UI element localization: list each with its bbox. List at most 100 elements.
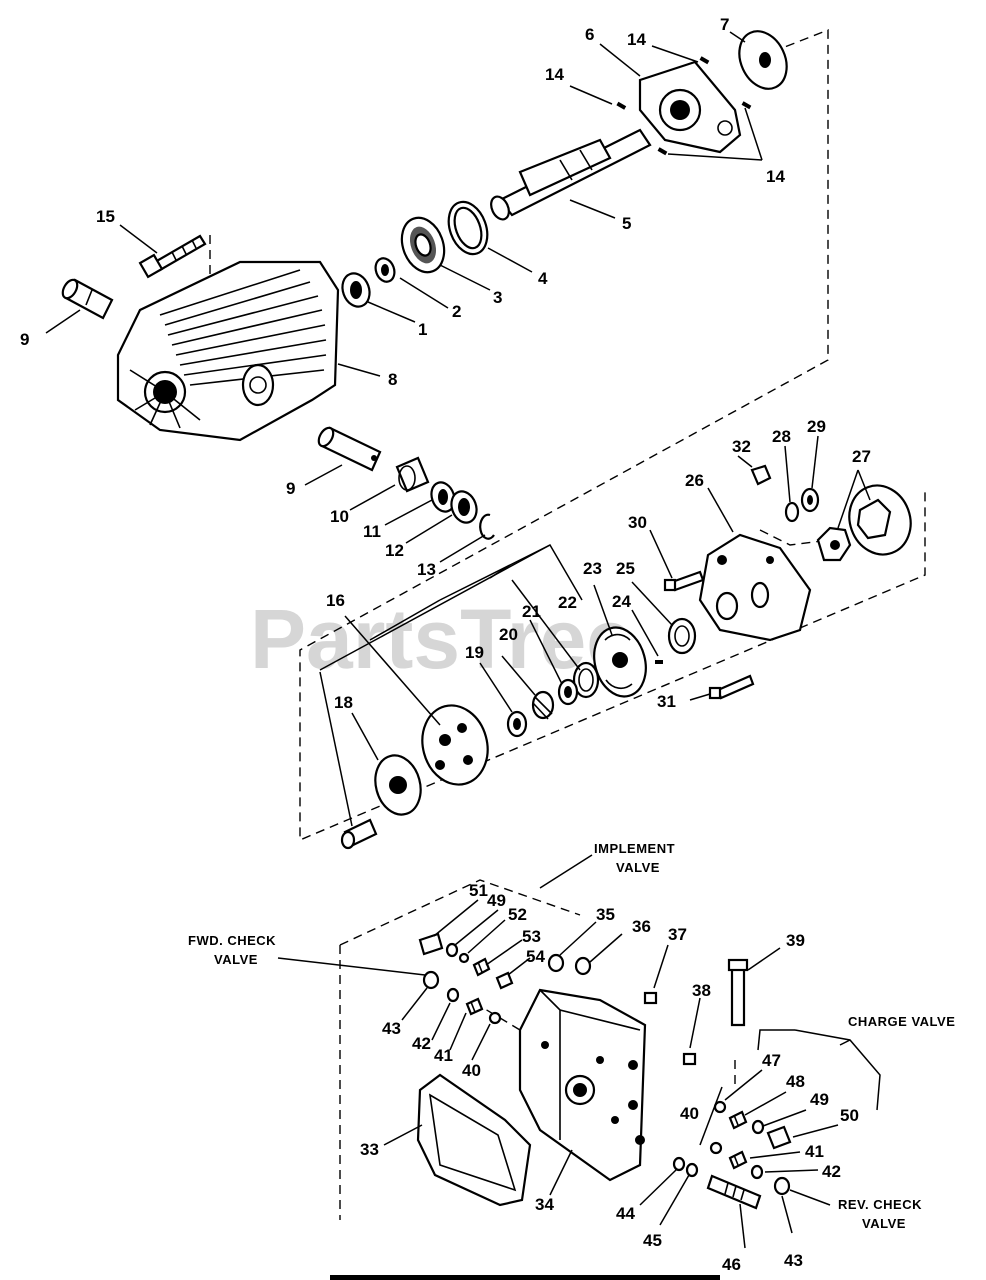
callout-23: 23	[583, 559, 602, 578]
part-46-bypass-valve	[706, 1174, 762, 1210]
part-piston	[340, 818, 378, 850]
svg-text:REV. CHECK: REV. CHECK	[838, 1197, 922, 1212]
callout-49b: 49	[810, 1090, 829, 1109]
callout-43a: 43	[382, 1019, 401, 1038]
callout-29: 29	[807, 417, 826, 436]
callout-6: 6	[585, 25, 594, 44]
callout-35: 35	[596, 905, 615, 924]
callout-14b: 14	[545, 65, 564, 84]
part-42-seat-fwd	[446, 987, 460, 1003]
part-32-plug	[750, 464, 772, 486]
bottom-border-fragment	[330, 1275, 720, 1280]
callout-5: 5	[622, 214, 631, 233]
callout-1: 1	[418, 320, 427, 339]
callout-11: 11	[363, 522, 381, 541]
caption-implement-valve: IMPLEMENT VALVE	[594, 841, 675, 875]
callout-41a: 41	[434, 1046, 453, 1065]
callout-30: 30	[628, 513, 647, 532]
part-49-o-ring	[445, 942, 459, 958]
callout-47: 47	[762, 1051, 781, 1070]
part-42-seat-rev	[750, 1164, 764, 1180]
part-14-pins	[616, 56, 752, 156]
callout-52: 52	[508, 905, 527, 924]
callout-39: 39	[786, 931, 805, 950]
part-35-plug	[547, 953, 565, 973]
part-50-plug	[766, 1125, 792, 1150]
callout-16: 16	[326, 591, 345, 610]
part-13-retaining-ring	[479, 513, 495, 540]
callout-10: 10	[330, 507, 349, 526]
caption-fwd-check-valve: FWD. CHECK VALVE	[188, 933, 276, 967]
caption-rev-check-valve: REV. CHECK VALVE	[838, 1197, 922, 1231]
callout-8: 8	[388, 370, 397, 389]
callout-9a: 9	[20, 330, 29, 349]
callout-18: 18	[334, 693, 353, 712]
callout-42b: 42	[822, 1162, 841, 1181]
part-40-ball-rev	[709, 1141, 723, 1155]
part-54-poppet	[495, 971, 514, 990]
svg-text:CHARGE VALVE: CHARGE VALVE	[848, 1014, 955, 1029]
callout-2: 2	[452, 302, 461, 321]
callout-15: 15	[96, 207, 115, 226]
part-3-ball-bearing	[400, 216, 446, 274]
part-6-end-cap	[638, 60, 742, 154]
part-20-spring	[531, 690, 555, 720]
part-40-ball-fwd	[488, 1011, 502, 1025]
part-45-o-ring	[685, 1162, 699, 1178]
svg-text:IMPLEMENT: IMPLEMENT	[594, 841, 675, 856]
callout-22: 22	[558, 593, 577, 612]
callout-32: 32	[732, 437, 751, 456]
part-43-plug-fwd	[422, 970, 440, 990]
callout-14c: 14	[766, 167, 785, 186]
part-2-seal-ring	[374, 257, 396, 283]
part-15-bolt	[138, 234, 207, 279]
callout-37: 37	[668, 925, 687, 944]
part-36-plug	[574, 956, 592, 976]
part-28-o-ring	[784, 501, 800, 523]
callout-25: 25	[616, 559, 635, 578]
part-41-spring-rev	[728, 1150, 748, 1170]
callout-40b: 40	[680, 1104, 699, 1123]
callout-49a: 49	[487, 891, 506, 910]
part-33-gasket	[416, 1073, 532, 1207]
callout-44: 44	[616, 1204, 635, 1223]
part-48-spring	[728, 1110, 748, 1130]
svg-text:VALVE: VALVE	[862, 1216, 906, 1231]
callout-48: 48	[786, 1072, 805, 1091]
part-22-ring	[572, 661, 600, 699]
callout-36: 36	[632, 917, 651, 936]
part-53-spring	[472, 957, 491, 977]
part-9-trunnion-pin-lower	[317, 426, 382, 472]
callout-34: 34	[535, 1195, 554, 1214]
svg-text:VALVE: VALVE	[214, 952, 258, 967]
part-10-needle-bearing	[395, 456, 430, 493]
part-25-needle-bearing	[667, 617, 697, 655]
part-43-plug-rev	[773, 1176, 791, 1196]
part-49-o-ring	[751, 1119, 765, 1135]
part-11-washer	[430, 481, 456, 513]
part-5-input-shaft	[490, 128, 652, 221]
callout-54: 54	[526, 947, 545, 966]
part-44-o-ring	[672, 1156, 686, 1172]
part-9-trunnion-pin-upper	[61, 278, 114, 320]
part-19-washer	[506, 710, 528, 738]
part-29-plug	[800, 487, 820, 513]
part-7-thrust-washer	[738, 30, 788, 90]
callout-9b: 9	[286, 479, 295, 498]
callout-24: 24	[612, 592, 631, 611]
callout-51: 51	[469, 881, 488, 900]
callout-19: 19	[465, 643, 484, 662]
callout-21: 21	[522, 602, 541, 621]
part-21-washer	[557, 678, 579, 706]
callout-43b: 43	[784, 1251, 803, 1270]
part-1-oil-seal	[341, 272, 371, 308]
part-26-charge-pump-housing	[698, 533, 812, 642]
part-4-snap-ring	[447, 200, 489, 256]
part-18-swashplate	[374, 754, 422, 816]
callout-13: 13	[417, 560, 436, 579]
part-39-bolt	[727, 958, 749, 1027]
part-12-washer	[450, 490, 478, 524]
part-27-gerotor-set	[816, 484, 912, 562]
part-38-plug	[682, 1052, 697, 1066]
callout-38: 38	[692, 981, 711, 1000]
